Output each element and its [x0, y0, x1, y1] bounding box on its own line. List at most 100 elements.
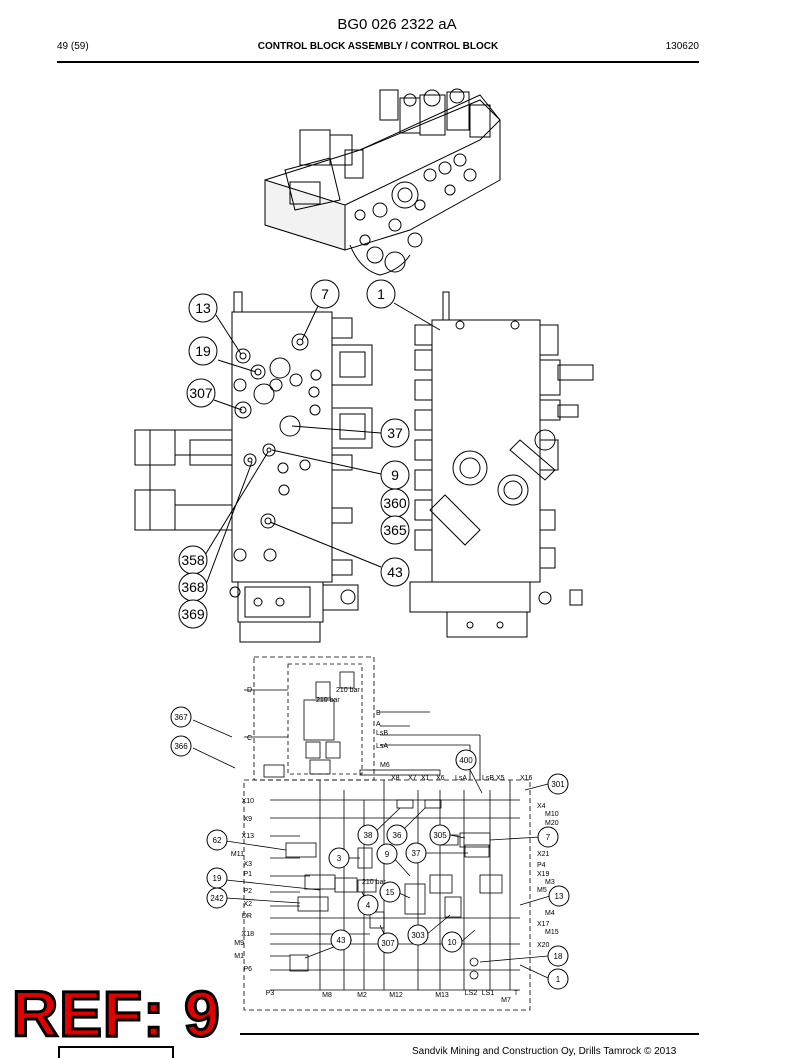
svg-text:X9: X9 [243, 816, 252, 823]
assembly-callouts: 13 19 307 358 368 369 7 1 37 9 360 365 4… [178, 279, 410, 629]
isometric-view [264, 88, 501, 276]
svg-text:LsA: LsA [455, 775, 467, 782]
svg-text:X10: X10 [242, 798, 255, 805]
ref-badge: REF: 9 [11, 978, 222, 1050]
svg-text:M9: M9 [234, 940, 244, 947]
svg-text:LS2: LS2 [465, 990, 478, 997]
svg-text:7: 7 [321, 286, 329, 302]
svg-text:365: 365 [383, 522, 407, 538]
right-port-labels: B A LsB LsA M6 X8 X7 X1 X6 LsA LsB X5 X1… [376, 710, 559, 949]
svg-text:M3: M3 [545, 879, 555, 886]
sch-callout-366: 366 [170, 735, 192, 757]
svg-text:X8: X8 [391, 775, 400, 782]
svg-text:368: 368 [181, 579, 205, 595]
svg-text:307: 307 [189, 385, 213, 401]
svg-text:A: A [376, 721, 381, 728]
sch-callout-242: 242 [206, 887, 228, 909]
sch-callout-3: 3 [328, 847, 350, 869]
svg-text:X20: X20 [537, 942, 550, 949]
sch-callout-1: 1 [547, 968, 569, 990]
callout-9: 9 [380, 460, 410, 490]
schematic-callouts: 367 366 62 19 242 400 301 38 36 305 7 3 … [170, 706, 570, 990]
svg-text:9: 9 [391, 467, 399, 483]
svg-text:305: 305 [433, 831, 447, 840]
sch-callout-13: 13 [548, 885, 570, 907]
sch-callout-37: 37 [405, 842, 427, 864]
svg-text:LsB: LsB [376, 730, 388, 737]
svg-text:M15: M15 [545, 929, 559, 936]
side-view [409, 291, 594, 638]
svg-text:3: 3 [337, 854, 342, 863]
sch-callout-43: 43 [330, 929, 352, 951]
pressure-label-1: 210 bar [336, 687, 360, 694]
header-rule [57, 61, 699, 63]
sch-callout-15: 15 [379, 881, 401, 903]
callout-358: 358 [178, 545, 208, 575]
svg-text:DR: DR [242, 913, 252, 920]
svg-text:LsA: LsA [376, 743, 388, 750]
svg-text:M4: M4 [545, 910, 555, 917]
svg-text:242: 242 [210, 894, 224, 903]
sch-callout-301: 301 [547, 773, 569, 795]
svg-text:X4: X4 [537, 803, 546, 810]
svg-text:P2: P2 [243, 888, 252, 895]
sch-callout-19: 19 [206, 867, 228, 889]
footer-copyright: Sandvik Mining and Construction Oy, Dril… [412, 1046, 677, 1057]
sch-callout-9: 9 [376, 843, 398, 865]
svg-text:P6: P6 [243, 966, 252, 973]
svg-text:M2: M2 [357, 992, 367, 999]
svg-text:X21: X21 [537, 851, 550, 858]
sch-callout-367: 367 [170, 706, 192, 728]
callout-13: 13 [188, 293, 218, 323]
svg-text:19: 19 [213, 874, 222, 883]
callout-43: 43 [380, 557, 410, 587]
svg-text:P4: P4 [537, 862, 546, 869]
svg-text:301: 301 [551, 780, 565, 789]
sch-callout-18: 18 [547, 945, 569, 967]
svg-text:B: B [376, 710, 381, 717]
svg-text:4: 4 [366, 901, 371, 910]
svg-text:303: 303 [411, 931, 425, 940]
left-port-labels: D C X10 X9 X13 M11 X3 P1 P2 X2 DR X18 M9… [231, 687, 254, 973]
svg-text:M6: M6 [380, 762, 390, 769]
svg-text:T: T [514, 990, 519, 997]
svg-text:358: 358 [181, 552, 205, 568]
svg-text:19: 19 [195, 343, 211, 359]
svg-text:X2: X2 [243, 901, 252, 908]
callout-360: 360 [380, 488, 410, 518]
document-id: BG0 026 2322 aA [337, 16, 457, 33]
svg-text:X1: X1 [421, 775, 430, 782]
svg-text:D: D [247, 687, 252, 694]
callout-19: 19 [188, 336, 218, 366]
svg-text:M13: M13 [435, 992, 449, 999]
sch-callout-38: 38 [357, 824, 379, 846]
svg-text:36: 36 [393, 831, 402, 840]
svg-text:X3: X3 [243, 861, 252, 868]
svg-text:M8: M8 [322, 992, 332, 999]
svg-text:400: 400 [459, 756, 473, 765]
svg-text:X17: X17 [537, 921, 550, 928]
svg-text:369: 369 [181, 606, 205, 622]
sch-callout-305: 305 [429, 824, 451, 846]
svg-text:M7: M7 [501, 997, 511, 1004]
svg-text:43: 43 [387, 564, 403, 580]
sch-callout-36: 36 [386, 824, 408, 846]
pressure-label-2: 210 bar [316, 697, 340, 704]
callout-1: 1 [366, 279, 396, 309]
svg-text:M11: M11 [231, 851, 244, 858]
svg-text:X6: X6 [436, 775, 445, 782]
svg-text:18: 18 [554, 952, 563, 961]
callout-37: 37 [380, 418, 410, 448]
svg-text:38: 38 [364, 831, 373, 840]
hydraulic-schematic: 210 bar 210 bar 210 bar D C X10 X9 X13 M… [170, 656, 570, 1011]
svg-text:10: 10 [448, 938, 457, 947]
callout-365: 365 [380, 515, 410, 545]
svg-text:M10: M10 [545, 811, 559, 818]
svg-text:C: C [247, 735, 252, 742]
callout-7: 7 [310, 279, 340, 309]
callout-368: 368 [178, 572, 208, 602]
sch-callout-62: 62 [206, 829, 228, 851]
page-title: CONTROL BLOCK ASSEMBLY / CONTROL BLOCK [257, 41, 499, 52]
svg-text:M5: M5 [537, 887, 547, 894]
